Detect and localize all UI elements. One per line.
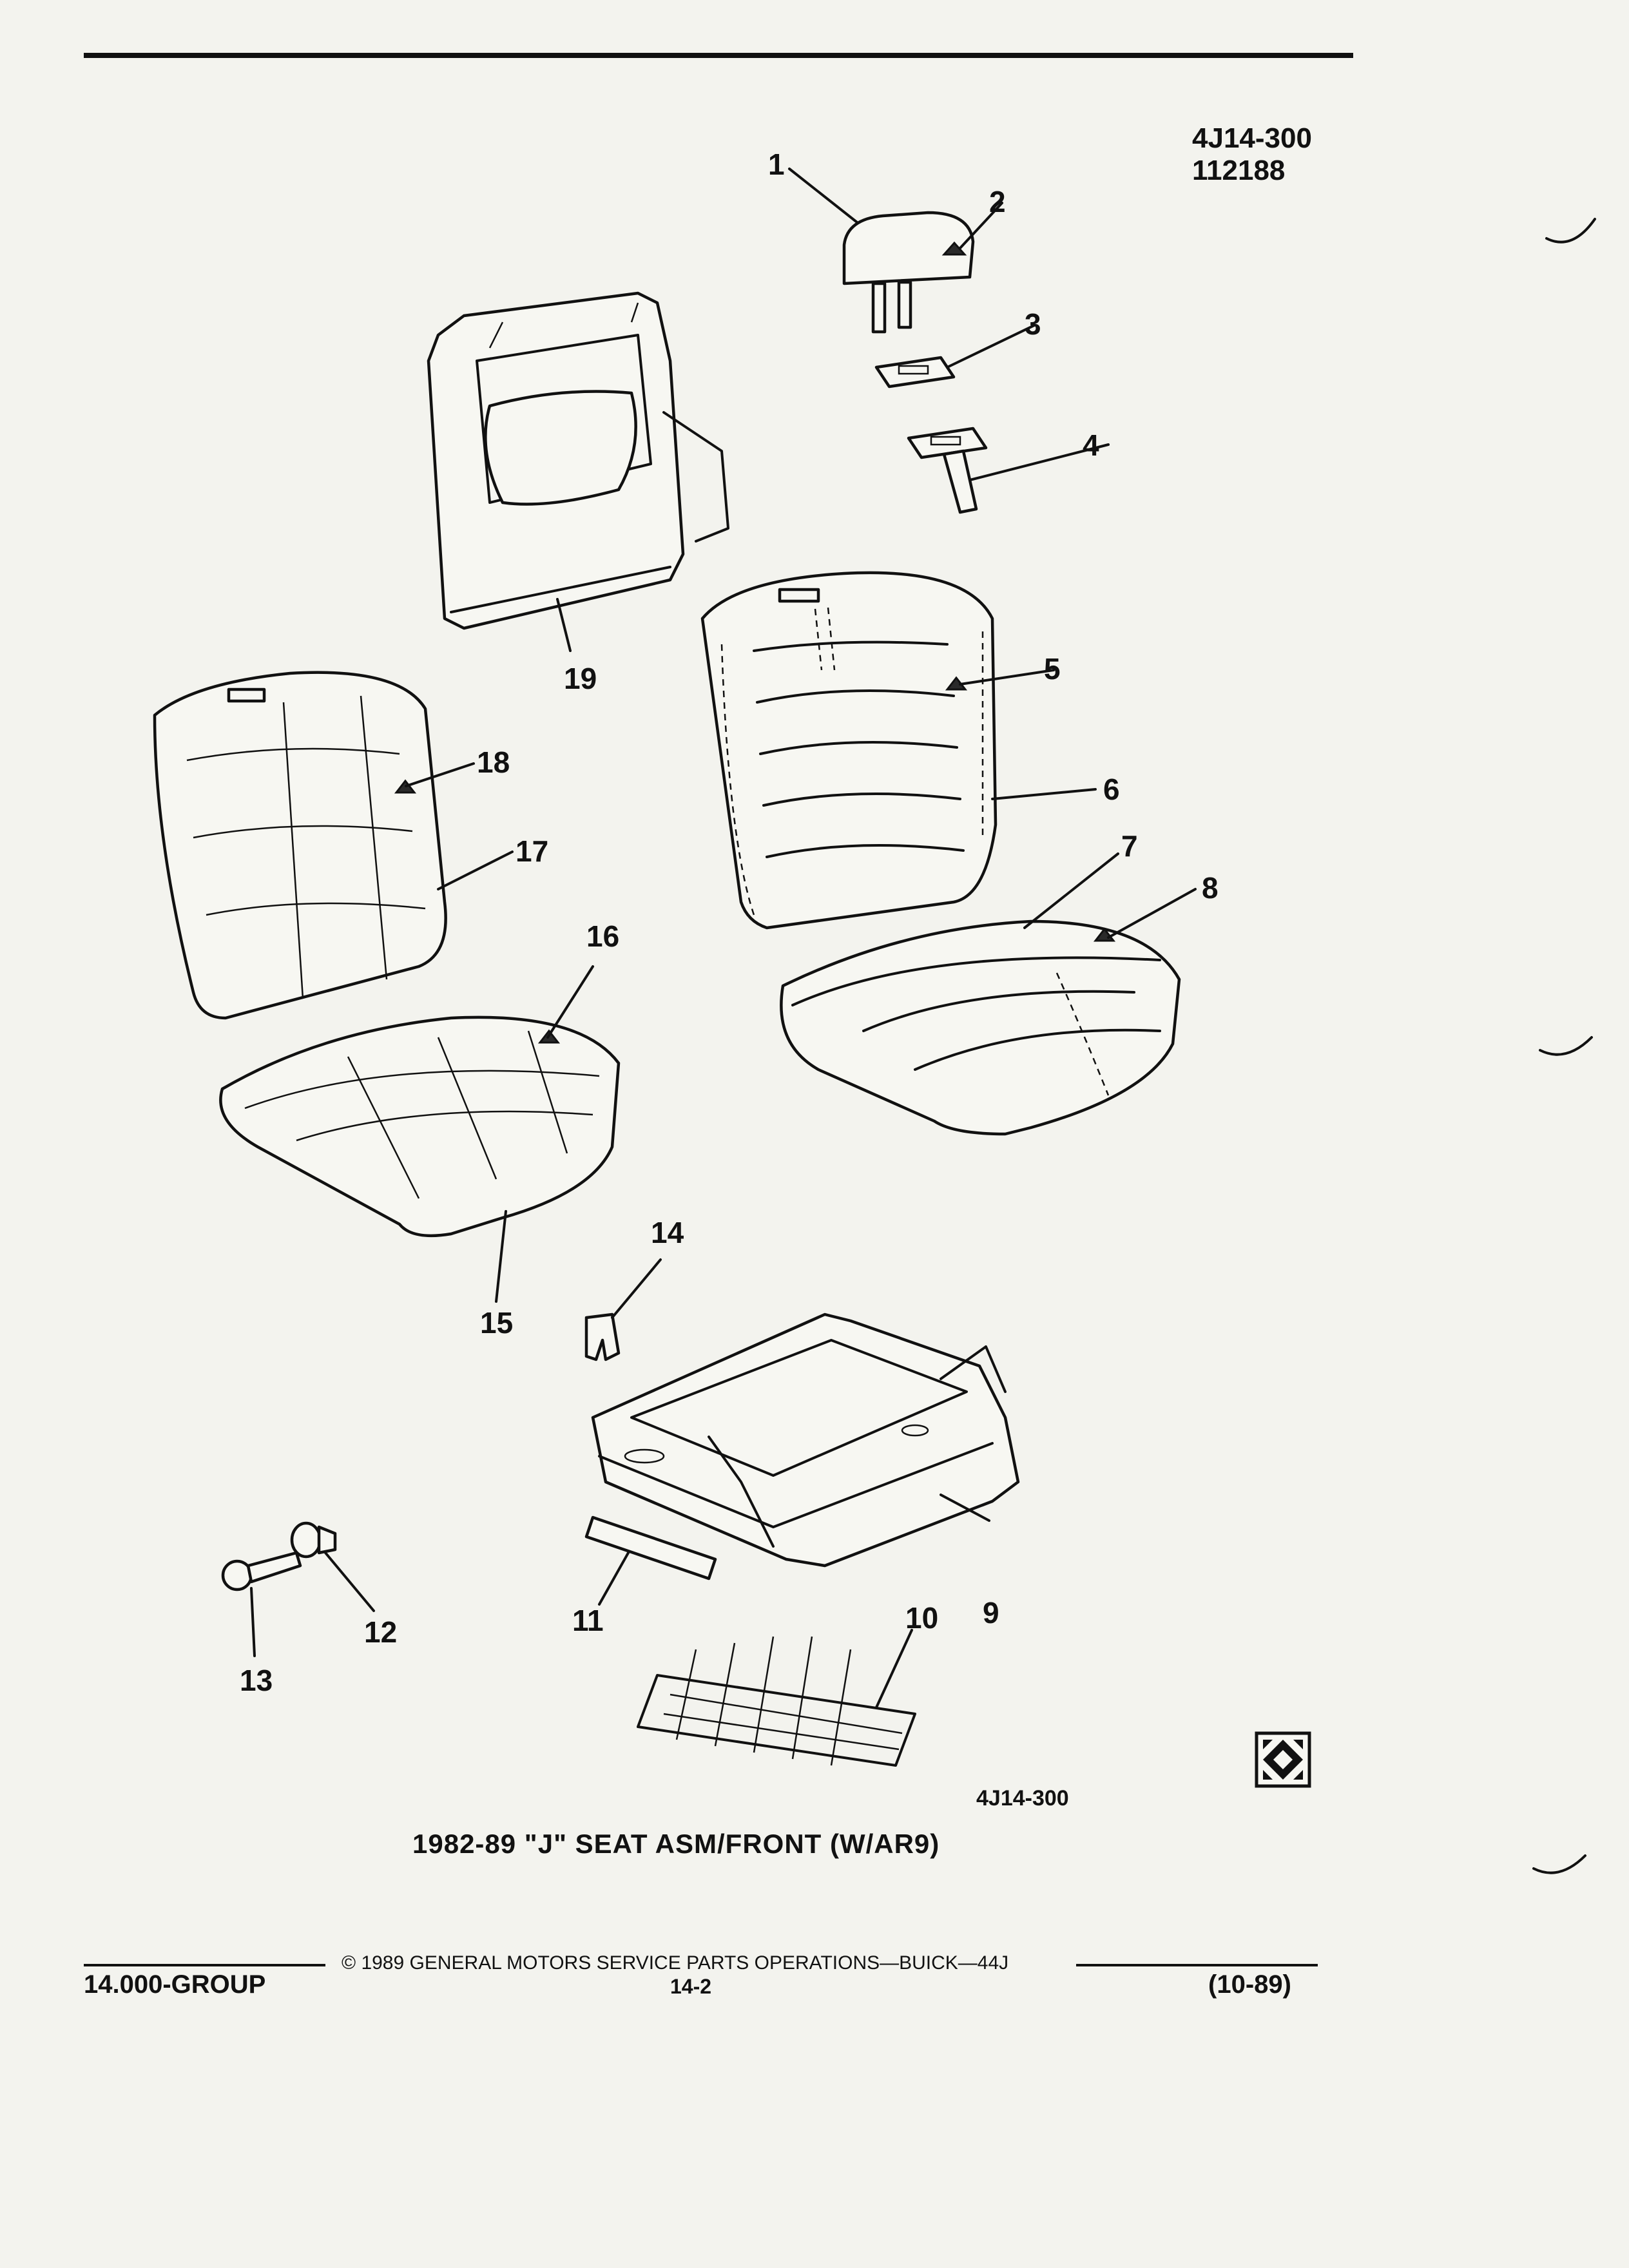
edge-mark-3	[1532, 1854, 1586, 1874]
part-9-seat-adjuster-frame	[591, 1312, 1020, 1568]
footer-copyright: © 1989 GENERAL MOTORS SERVICE PARTS OPER…	[342, 1952, 1009, 1974]
part-13-bolt	[221, 1551, 302, 1591]
callout-17: 17	[516, 834, 549, 868]
part-12-spacer	[290, 1521, 337, 1559]
callout-19: 19	[564, 662, 597, 695]
callout-15: 15	[480, 1306, 514, 1340]
callout-5: 5	[1044, 652, 1061, 686]
callout-10: 10	[905, 1601, 939, 1635]
part-11-trim-strip	[584, 1515, 717, 1581]
callout-12: 12	[364, 1615, 398, 1649]
callout-13: 13	[240, 1664, 273, 1697]
callout-7: 7	[1121, 829, 1138, 863]
part-6-seat-back-cover	[700, 571, 998, 930]
callout-1: 1	[768, 148, 785, 181]
callout-6: 6	[1103, 773, 1120, 806]
callout-18: 18	[477, 745, 510, 779]
figure-caption: 1982-89 "J" SEAT ASM/FRONT (W/AR9)	[412, 1829, 940, 1859]
part-7-seat-cushion-cover	[780, 919, 1181, 1136]
footer-date: (10-89)	[1208, 1970, 1291, 1999]
part-15-seat-cushion-cover	[219, 1015, 621, 1238]
callout-16: 16	[586, 919, 620, 953]
edge-mark-2	[1539, 1036, 1593, 1056]
footer-page-number: 14-2	[670, 1975, 712, 1998]
part-3-guide	[874, 356, 956, 389]
part-4-guide-sleeve	[907, 427, 988, 514]
callout-2: 2	[989, 185, 1006, 218]
part-1-headrest	[842, 211, 975, 334]
top-rule	[84, 53, 1353, 58]
leader-lines	[250, 168, 1197, 1709]
reference-number: 4J14-300	[1192, 122, 1312, 154]
callout-11: 11	[572, 1604, 604, 1637]
reference-date: 112188	[1192, 155, 1286, 186]
callout-14: 14	[651, 1216, 684, 1249]
callout-4: 4	[1083, 428, 1099, 462]
figure-id: 4J14-300	[976, 1786, 1069, 1811]
callout-8: 8	[1202, 871, 1219, 905]
part-19-seat-back-frame	[427, 291, 729, 630]
part-10-seat-spring	[637, 1636, 916, 1767]
gm-division-logo	[1255, 1731, 1311, 1788]
edge-mark-1	[1545, 218, 1596, 244]
part-14-clip	[584, 1312, 621, 1361]
part-17-seat-back-cover	[153, 671, 447, 1020]
callout-9: 9	[983, 1596, 999, 1629]
callout-3: 3	[1025, 307, 1041, 341]
footer-group: 14.000-GROUP	[84, 1970, 266, 1999]
